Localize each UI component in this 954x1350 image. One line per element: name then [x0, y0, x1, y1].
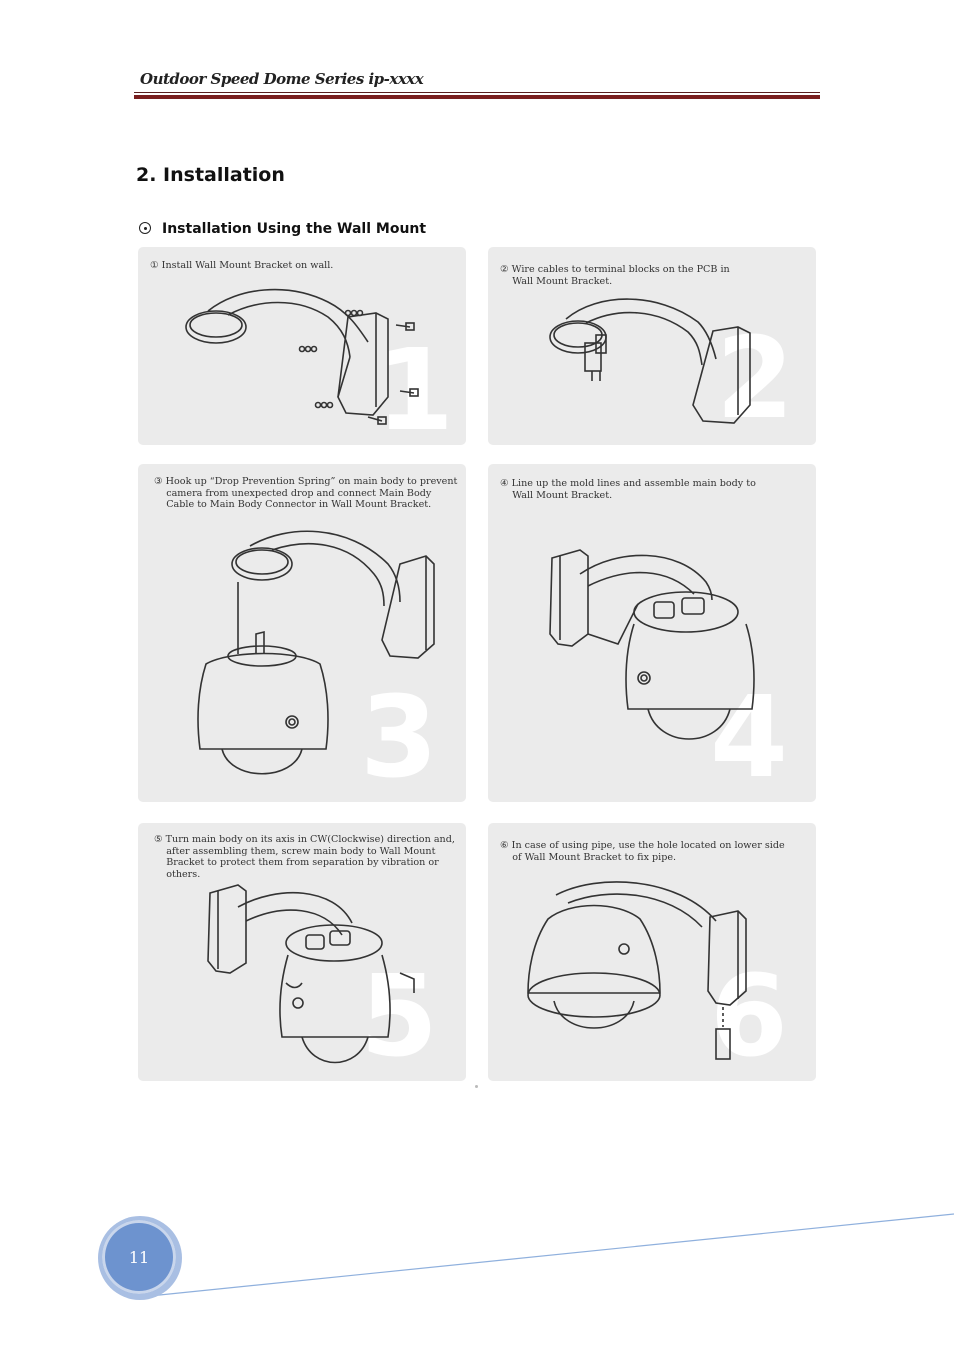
step-2-illustration	[549, 298, 751, 424]
step-2-caption: ② Wire cables to terminal blocks on the …	[500, 264, 730, 287]
step-panel-3: 3 ③ Hook up “Drop Prevention Spring” on …	[138, 464, 466, 802]
step-2-number: 2	[716, 314, 794, 444]
step-4-number: 4	[710, 673, 788, 802]
step-3-caption: ③ Hook up “Drop Prevention Spring” on ma…	[154, 476, 458, 510]
step-panel-2: 2 ② Wire cables to terminal blocks on th…	[488, 247, 816, 445]
step-1-illustration	[185, 288, 419, 425]
step-6-number: 6	[710, 952, 788, 1081]
step-panel-6: 6 ⑥ In case of using pipe, use the hole …	[488, 823, 816, 1081]
step-panel-1: 1 ① Install Wall Mount Bracket on wall.	[138, 247, 466, 445]
step-6-caption: ⑥ In case of using pipe, use the hole lo…	[500, 840, 785, 863]
section-title: 2. Installation	[136, 164, 285, 186]
step-4-illustration	[549, 549, 755, 740]
header-title: Outdoor Speed Dome Series ip-xxxx	[140, 70, 424, 88]
step-1-caption: ① Install Wall Mount Bracket on wall.	[150, 260, 334, 271]
circle-bullet-icon	[139, 222, 151, 234]
step-5-illustration	[207, 884, 415, 1064]
page-badge	[102, 1220, 176, 1294]
step-5-caption: ⑤ Turn main body on its axis in CW(Clock…	[154, 834, 455, 880]
step-6-illustration	[527, 881, 747, 1060]
header-rule-thick	[134, 95, 820, 99]
header-rule-thin	[134, 92, 820, 93]
step-1-number: 1	[376, 326, 454, 445]
step-5-number: 5	[360, 952, 438, 1081]
step-panel-5: 5 ⑤ Turn main body on its axis in CW(Clo…	[138, 823, 466, 1081]
step-3-number: 3	[360, 673, 438, 802]
step-panel-4: 4 ④ Line up the mold lines and assemble …	[488, 464, 816, 802]
step-3-illustration	[197, 530, 435, 775]
step-4-caption: ④ Line up the mold lines and assemble ma…	[500, 478, 756, 501]
center-dot	[475, 1085, 478, 1088]
subsection-heading: Installation Using the Wall Mount	[139, 221, 426, 237]
subsection-title: Installation Using the Wall Mount	[162, 221, 427, 237]
page-number: 11	[128, 1248, 150, 1267]
